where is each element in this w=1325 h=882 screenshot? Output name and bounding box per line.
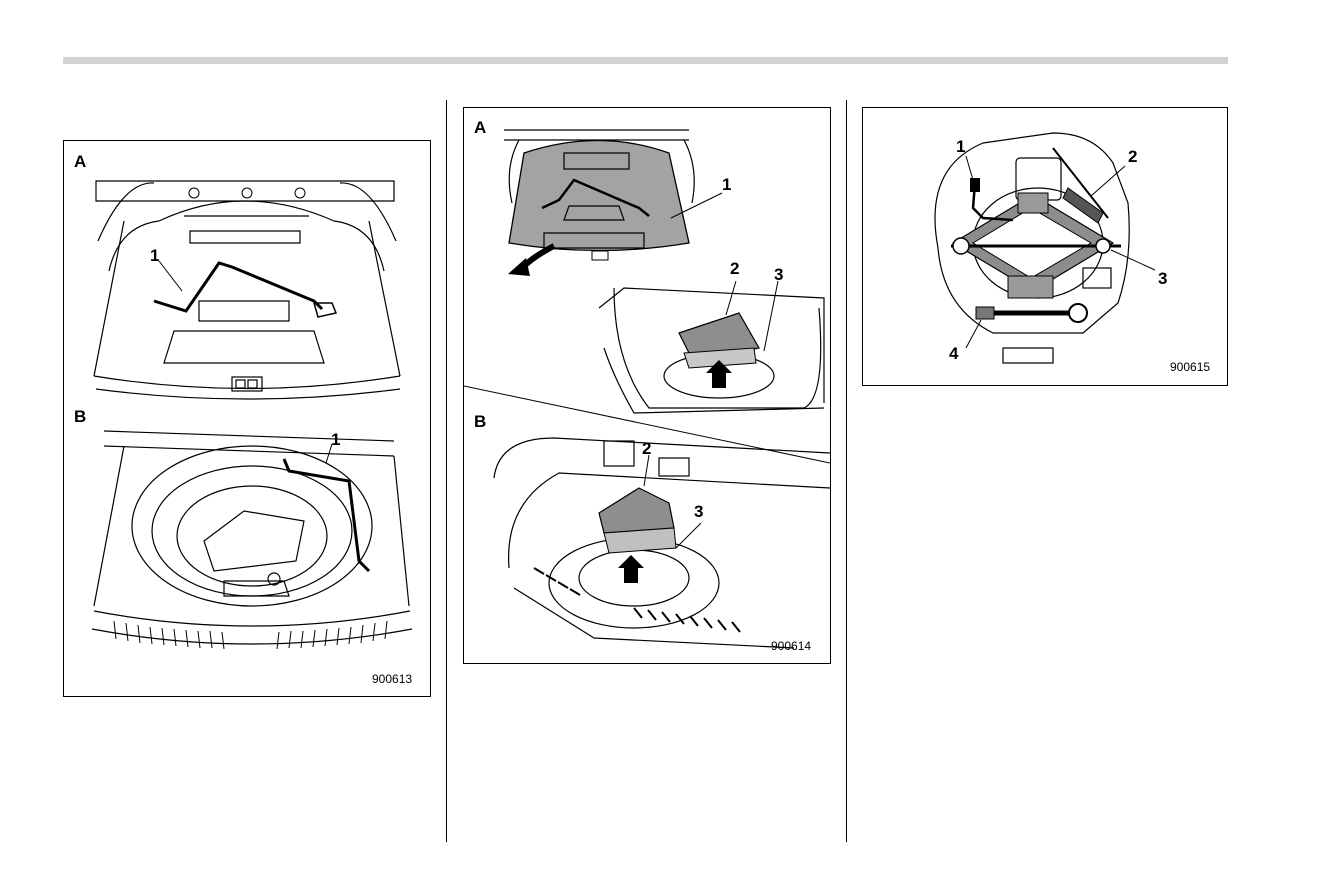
figure-900615: 1 2 3 4 900615: [862, 107, 1228, 386]
callout-1: 1: [331, 431, 340, 448]
header-rule: [63, 57, 1228, 64]
column-divider-right: [846, 100, 847, 842]
callout-1: 1: [150, 247, 159, 264]
panel-label-b: B: [474, 413, 486, 430]
figure-code: 900613: [372, 673, 412, 685]
figure-900615-illustration: [863, 108, 1227, 385]
column-divider-left: [446, 100, 447, 842]
figure-code: 900615: [1170, 361, 1210, 373]
callout-2: 2: [642, 440, 651, 457]
figure-900614-illustration: [464, 108, 830, 663]
figure-900613-illustration: [64, 141, 430, 696]
callout-1: 1: [722, 176, 731, 193]
callout-2: 2: [1128, 148, 1137, 165]
callout-3: 3: [694, 503, 703, 520]
callout-4: 4: [949, 345, 958, 362]
callout-3: 3: [1158, 270, 1167, 287]
figure-code: 900614: [771, 640, 811, 652]
callout-1: 1: [956, 138, 965, 155]
panel-label-a: A: [74, 153, 86, 170]
panel-label-b: B: [74, 408, 86, 425]
figure-900613: A 1 B 1 900613: [63, 140, 431, 697]
figure-900614: A 1 2 3 B 2 3 900614: [463, 107, 831, 664]
callout-2: 2: [730, 260, 739, 277]
callout-3: 3: [774, 266, 783, 283]
panel-label-a: A: [474, 119, 486, 136]
